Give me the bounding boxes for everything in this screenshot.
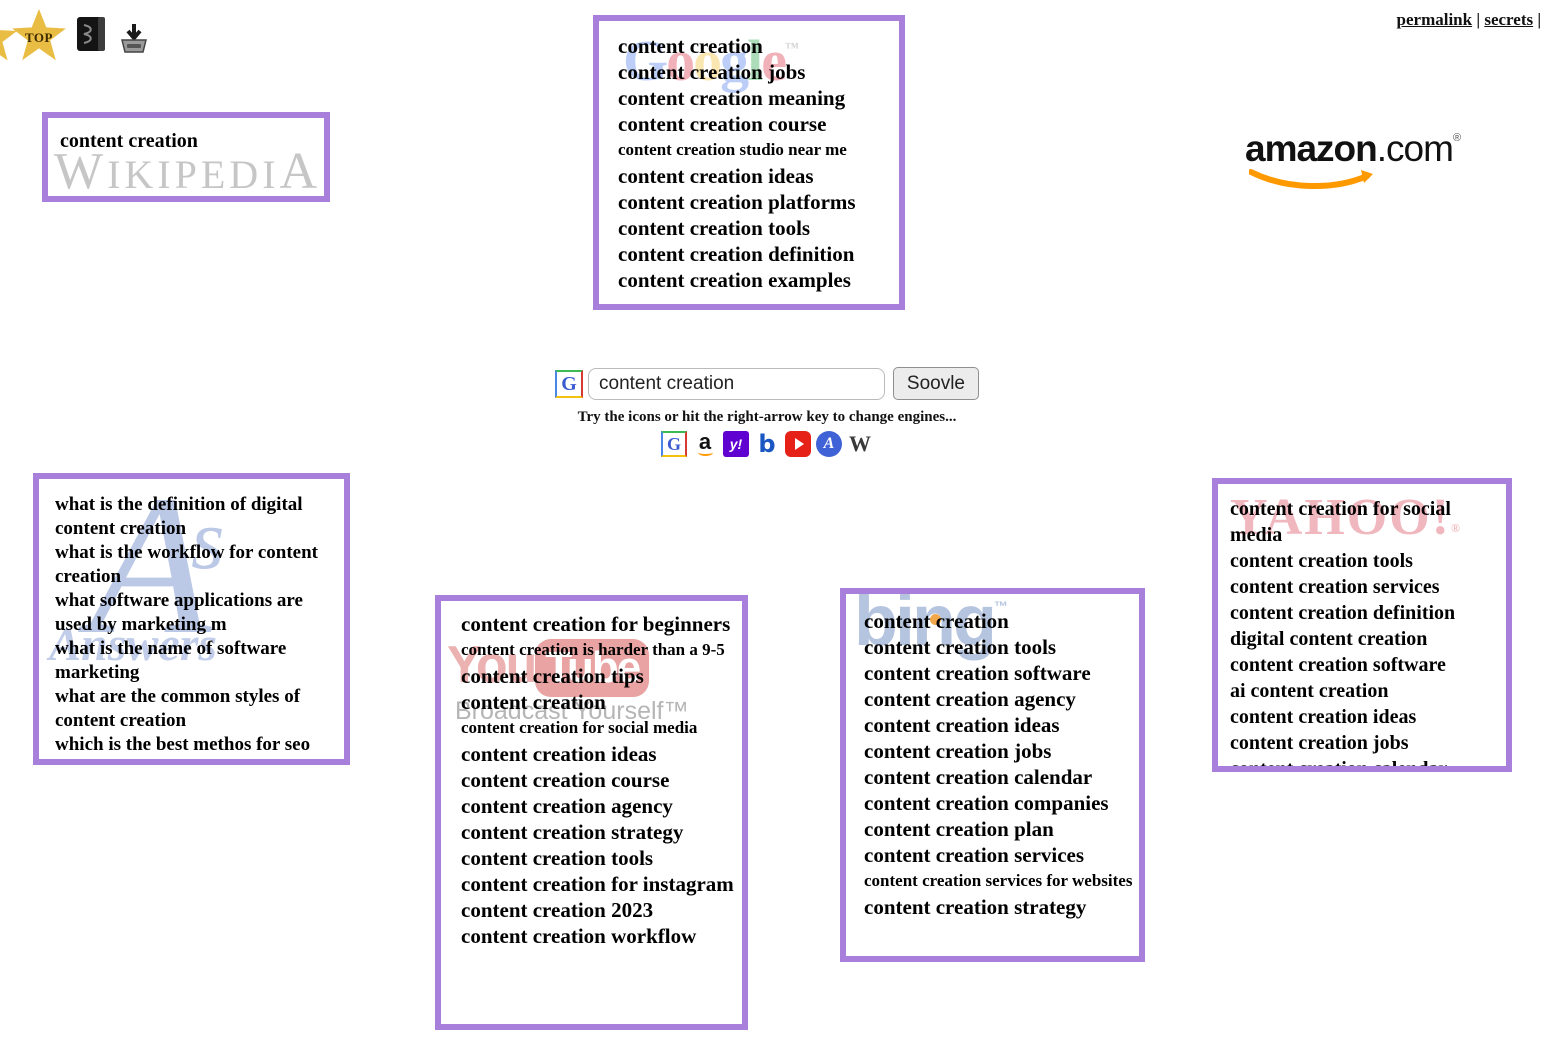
wikipedia-engine-icon[interactable]: W [849, 431, 871, 456]
suggestion-item[interactable]: content creation 2023 [461, 898, 654, 922]
suggestion-item[interactable]: content creation tools [618, 216, 811, 240]
suggestion-item[interactable]: content creation tools [1230, 550, 1413, 572]
suggestion-item[interactable]: content creation is harder than a 9-5 [461, 640, 725, 659]
wikipedia-suggestions-panel: WIKIPEDIA content creation [42, 112, 330, 202]
amazon-logo: amazon.com® [1245, 128, 1465, 194]
top-links: permalink | secrets | s [1397, 10, 1544, 30]
suggestion-item[interactable]: content creation jobs [864, 739, 1052, 763]
suggestion-item[interactable]: content creation ideas [1230, 706, 1417, 728]
current-engine-google-icon[interactable]: G [555, 369, 583, 398]
suggestion-item[interactable]: content creation jobs [1230, 732, 1409, 754]
suggestion-item[interactable]: content creation for beginners [461, 612, 731, 636]
suggestion-item[interactable]: what is the definition of digital conten… [55, 494, 303, 539]
answers-suggestion-list: what is the definition of digital conten… [39, 479, 344, 757]
top-ranking-label: TOP [25, 30, 53, 45]
suggestion-item[interactable]: content creation workflow [461, 924, 697, 948]
suggestion-item[interactable]: content creation course [461, 768, 670, 792]
bing-i-dot [930, 614, 941, 625]
yahoo-engine-icon[interactable]: y! [723, 431, 749, 457]
suggestion-item[interactable]: content creation plan [864, 817, 1054, 841]
suggestion-item[interactable]: content creation calendar [864, 765, 1093, 789]
suggestion-item[interactable]: content creation calendar [1230, 758, 1448, 772]
suggestion-item[interactable]: content creation services [1230, 576, 1440, 598]
suggestion-item[interactable]: content creation software [1230, 654, 1446, 676]
suggestion-item[interactable]: content creation course [618, 112, 827, 136]
suggestion-item[interactable]: content creation agency [461, 794, 673, 818]
suggestion-item[interactable]: content creation ideas [864, 713, 1060, 737]
amazon-logo-reg: ® [1452, 132, 1461, 144]
suggestion-item[interactable]: content creation strategy [864, 895, 1087, 919]
suggestion-item[interactable]: content creation software [864, 661, 1091, 685]
yahoo-suggestions-panel: YAHOO!® content creation for social medi… [1212, 478, 1512, 772]
suggestion-item[interactable]: content creation companies [864, 791, 1109, 815]
book-icon[interactable] [74, 15, 108, 60]
search-area: G Soovle Try the icons or hit the right-… [555, 367, 979, 458]
google-engine-icon[interactable]: G [661, 431, 687, 457]
suggestion-item[interactable]: content creation meaning [618, 86, 846, 110]
star-icon-partial [0, 13, 17, 61]
download-icon[interactable] [118, 22, 150, 61]
suggestion-item[interactable]: content creation for social media [1230, 498, 1451, 546]
amazon-engine-icon[interactable]: a [697, 428, 713, 456]
soovle-button[interactable]: Soovle [892, 367, 979, 400]
suggestion-item[interactable]: what is the workflow for content creatio… [55, 542, 318, 587]
youtube-suggestion-list: content creation for beginners content cr… [441, 601, 742, 949]
suggestion-item[interactable]: content creation examples [618, 268, 851, 292]
suggestion-item[interactable]: content creation definition [618, 242, 855, 266]
suggestion-item[interactable]: content creation definition [1230, 602, 1456, 624]
amazon-logo-bold: amazon [1245, 128, 1378, 169]
wikipedia-suggestion-list: content creation [48, 118, 324, 154]
amazon-smile-small-icon [697, 449, 713, 456]
suggestion-item[interactable]: content creation tools [864, 635, 1057, 659]
engine-hint-text: Try the icons or hit the right-arrow key… [577, 409, 957, 425]
suggestion-item[interactable]: content creation [864, 609, 1009, 633]
yahoo-suggestion-list: content creation for social media content… [1218, 484, 1506, 772]
permalink-link[interactable]: permalink [1396, 10, 1473, 29]
top-ranking-icon[interactable]: TOP [12, 9, 66, 61]
links-separator: | [1476, 10, 1481, 29]
answers-suggestions-panel: A s Answers what is the definition of di… [33, 473, 350, 765]
engine-icon-row: G a y! b A W [555, 428, 979, 458]
suggestion-item[interactable]: content creation services for websites [864, 871, 1133, 890]
suggestion-item[interactable]: content creation for social media [461, 718, 698, 737]
suggestion-item[interactable]: what are the common styles of content cr… [55, 686, 301, 731]
suggestion-item[interactable]: content creation jobs [618, 60, 806, 84]
amazon-smile-icon [1249, 169, 1373, 189]
play-icon [794, 438, 804, 450]
links-separator-2: | [1537, 10, 1542, 29]
suggestion-item[interactable]: ai content creation [1230, 680, 1389, 702]
suggestion-item[interactable]: which is the best methos for seo [55, 734, 311, 755]
suggestion-item[interactable]: content creation strategy [461, 820, 684, 844]
answers-engine-icon[interactable]: A [816, 431, 842, 457]
suggestion-item[interactable]: content creation services [864, 843, 1085, 867]
suggestion-item[interactable]: content creation agency [864, 687, 1076, 711]
suggestion-item[interactable]: digital content creation [1230, 628, 1428, 650]
youtube-engine-icon[interactable] [785, 431, 811, 457]
search-input[interactable] [588, 367, 885, 400]
suggestion-item[interactable]: content creation for instagram [461, 872, 734, 896]
suggestion-item[interactable]: content creation tools [461, 846, 654, 870]
suggestion-item[interactable]: content creation tips [461, 664, 644, 688]
secrets-link[interactable]: secrets [1484, 10, 1534, 29]
suggestion-item[interactable]: content creation [618, 34, 763, 58]
suggestion-item[interactable]: content creation [461, 690, 606, 714]
amazon-logo-rest: .com [1376, 128, 1454, 169]
suggestion-item[interactable]: content creation ideas [618, 164, 814, 188]
suggestion-item[interactable]: content creation ideas [461, 742, 657, 766]
suggestion-item[interactable]: content creation [60, 130, 198, 152]
suggestion-item[interactable]: content creation studio near me [618, 140, 847, 159]
bing-engine-icon[interactable]: b [758, 430, 776, 458]
suggestion-item[interactable]: what is the name of software marketing [55, 638, 287, 683]
suggestion-item[interactable]: what software applications are used by m… [55, 590, 303, 635]
toolbar: TOP [0, 0, 300, 70]
suggestion-item[interactable]: content creation platforms [618, 190, 856, 214]
